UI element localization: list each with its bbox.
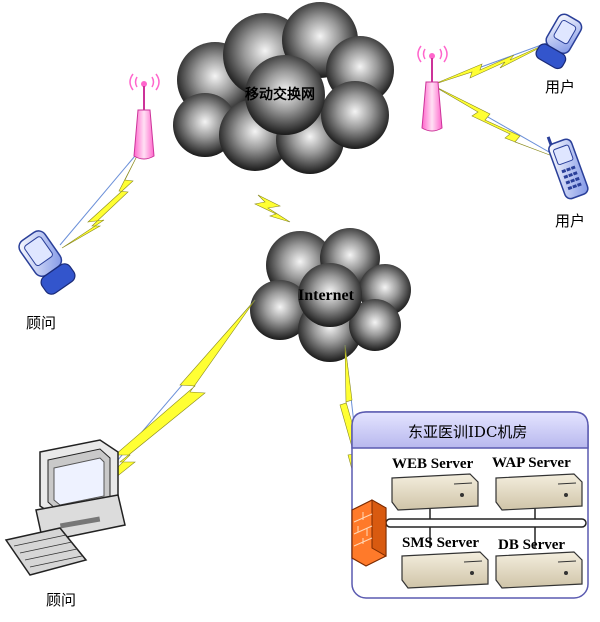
server-icon bbox=[391, 473, 479, 511]
firewall-icon bbox=[351, 499, 387, 567]
internet-cloud bbox=[250, 228, 411, 362]
server-icon bbox=[495, 551, 583, 589]
user-bar-phone-label: 用户 bbox=[555, 212, 586, 230]
flip-phone-icon bbox=[535, 13, 583, 70]
server-label: DB Server bbox=[498, 537, 566, 553]
mobile-network-cloud bbox=[173, 2, 394, 174]
lightning-icon bbox=[254, 194, 291, 223]
server-icon bbox=[401, 551, 489, 589]
antenna-icon bbox=[417, 45, 448, 132]
server-icon bbox=[495, 473, 583, 511]
flip-phone-icon bbox=[18, 230, 76, 295]
server-label: WAP Server bbox=[492, 455, 571, 471]
consultant-mobile-label: 顾问 bbox=[26, 314, 57, 332]
server-label: SMS Server bbox=[402, 535, 480, 551]
user-flip-phone-label: 用户 bbox=[545, 78, 576, 96]
lightning-icon bbox=[61, 149, 141, 249]
datacenter-title: 东亚医训IDC机房 bbox=[408, 423, 528, 441]
mobile-network-label: 移动交换网 bbox=[245, 87, 315, 103]
antenna-icon bbox=[129, 73, 160, 160]
internet-label: Internet bbox=[298, 287, 354, 304]
server-label: WEB Server bbox=[392, 456, 474, 472]
desktop-computer-icon bbox=[4, 439, 126, 576]
bar-phone-icon bbox=[546, 136, 589, 200]
consultant-pc-label: 顾问 bbox=[46, 591, 77, 609]
